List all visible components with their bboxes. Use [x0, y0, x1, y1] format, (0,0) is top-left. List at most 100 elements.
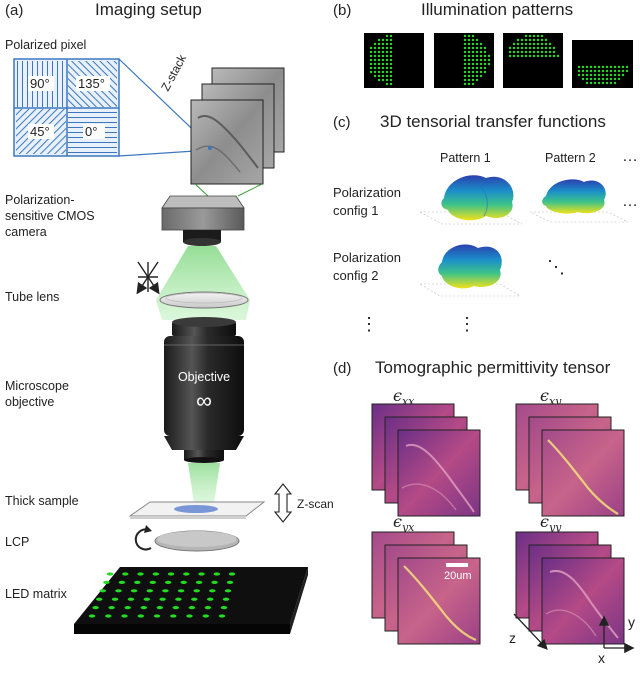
panel-d-title: Tomographic permittivity tensor: [375, 358, 611, 377]
led-dot: [162, 589, 169, 593]
led-matrix: [74, 567, 308, 634]
objective-label-line1: Microscope: [5, 379, 69, 393]
illumination-dot: [479, 46, 483, 50]
ellipsis-row1: …: [622, 193, 638, 210]
row-label-1-line2: config 1: [333, 203, 379, 218]
illumination-dot: [617, 69, 621, 73]
illumination-dot: [479, 62, 483, 66]
illumination-dot: [373, 70, 377, 74]
panel-a: (a) Imaging setup Polarized pixel 90° 13…: [5, 0, 334, 634]
illumination-dot: [589, 77, 593, 81]
illumination-dot: [463, 38, 467, 42]
illumination-dot: [581, 65, 585, 69]
illumination-dot: [389, 58, 393, 62]
led-dot: [130, 589, 138, 593]
led-dot: [198, 572, 205, 576]
illumination-dot: [377, 58, 381, 62]
led-dot: [186, 614, 193, 618]
panel-a-letter: (a): [5, 2, 23, 19]
zstack-label: Z-stack: [158, 51, 189, 93]
tensor-stack-xy: [515, 403, 625, 517]
illumination-dot: [389, 70, 393, 74]
illumination-dot: [479, 70, 483, 74]
illumination-dot: [581, 77, 585, 81]
camera-label-line3: camera: [5, 225, 47, 239]
illumination-dot: [475, 46, 479, 50]
illumination-dot: [389, 66, 393, 70]
illumination-dot: [471, 38, 475, 42]
illumination-dot: [585, 81, 589, 85]
illumination-dot: [593, 73, 597, 77]
led-dot: [137, 614, 144, 618]
illumination-dot: [544, 42, 548, 46]
objective-label-line2: objective: [5, 395, 54, 409]
illumination-dot: [475, 38, 479, 42]
illumination-dot: [528, 34, 532, 38]
illumination-dot: [556, 54, 560, 58]
thick-sample: [128, 501, 266, 519]
illumination-dot: [475, 74, 479, 78]
led-dot: [92, 606, 99, 610]
illumination-dot: [528, 54, 532, 58]
illumination-dot: [548, 50, 552, 54]
illumination-dot: [487, 54, 491, 58]
illumination-dot: [467, 58, 471, 62]
illumination-dot: [483, 66, 487, 70]
zscan-arrow: [273, 483, 293, 523]
illumination-dot: [540, 42, 544, 46]
illumination-dot: [520, 50, 524, 54]
illumination-dot: [601, 73, 605, 77]
illumination-dot: [373, 42, 377, 46]
illumination-dot: [467, 74, 471, 78]
led-dot: [177, 589, 185, 593]
illumination-dot: [467, 54, 471, 58]
led-dot: [118, 580, 126, 585]
axis-x-label: x: [598, 650, 605, 666]
tensor-stack-yy: [515, 531, 625, 645]
beam-upper: [156, 246, 250, 320]
illumination-dot: [385, 54, 389, 58]
pattern-3-frame: [503, 33, 563, 88]
illumination-dot: [467, 78, 471, 82]
ellipsis-vertical-left: ⋮: [360, 314, 378, 334]
illumination-dot: [601, 65, 605, 69]
illumination-dot: [487, 58, 491, 62]
illumination-dot: [532, 34, 536, 38]
illumination-dot: [467, 46, 471, 50]
illumination-dot: [589, 81, 593, 85]
illumination-dot: [389, 62, 393, 66]
led-dot: [159, 597, 166, 601]
led-dot: [202, 614, 209, 618]
led-dot: [211, 580, 218, 585]
angle-135-label: 135°: [78, 76, 105, 91]
illumination-dot: [385, 42, 389, 46]
illumination-dot: [516, 38, 520, 42]
led-dot: [175, 597, 182, 601]
illumination-dot: [536, 46, 540, 50]
illumination-dot: [597, 69, 601, 73]
illumination-dot: [532, 38, 536, 42]
illumination-dot: [625, 69, 629, 73]
illumination-dot: [467, 62, 471, 66]
illumination-dot: [471, 42, 475, 46]
scale-bar: [446, 563, 468, 567]
illumination-dot: [369, 62, 373, 66]
zstack-images: [190, 67, 285, 185]
illumination-dot: [617, 73, 621, 77]
illumination-dot: [621, 65, 625, 69]
panel-a-title: Imaging setup: [95, 0, 202, 19]
illumination-dot: [548, 42, 552, 46]
illumination-dot: [463, 62, 467, 66]
infinity-symbol: ∞: [196, 388, 212, 413]
illumination-dot: [520, 38, 524, 42]
illumination-dot: [463, 70, 467, 74]
illumination-dot: [385, 78, 389, 82]
microscope-objective: Objective ∞: [164, 317, 244, 463]
led-dot: [137, 572, 144, 576]
led-dot: [224, 589, 232, 593]
led-dot: [204, 606, 212, 610]
illumination-dot: [617, 65, 621, 69]
illumination-dot: [597, 65, 601, 69]
illumination-dot: [389, 38, 393, 42]
illumination-dot: [479, 54, 483, 58]
